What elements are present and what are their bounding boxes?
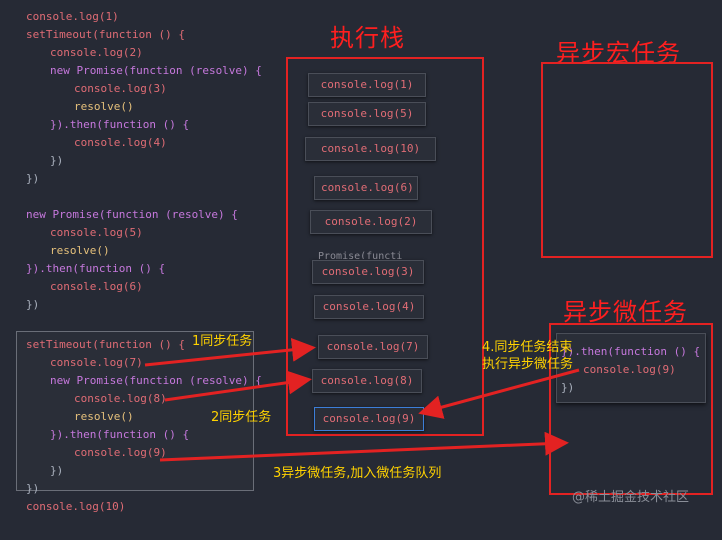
code-line: }).then(function () { (26, 262, 166, 275)
stack-item: console.log(5) (308, 102, 426, 126)
note-sync-task-1: 1同步任务 (192, 334, 253, 349)
code-line: console.log(4) (74, 136, 167, 149)
code-line: console.log(7) (50, 356, 143, 369)
source-code: console.log(1) setTimeout(function () { … (0, 0, 262, 540)
watermark: @稀土掘金技术社区 (572, 490, 690, 505)
code-line: console.log(1) (26, 10, 119, 23)
code-line: }).then(function () { (50, 428, 190, 441)
code-line: console.log(9) (583, 363, 676, 376)
code-line: resolve() (74, 100, 134, 113)
microtask-item: }).then(function () { console.log(9) }) (556, 333, 706, 403)
code-line: }).then(function () { (50, 118, 190, 131)
microtask-box (549, 323, 713, 495)
code-line: console.log(6) (50, 280, 143, 293)
code-line: new Promise(function (resolve) { (50, 374, 262, 387)
code-line: resolve() (74, 410, 134, 423)
arrow-log8-to-stack (164, 370, 312, 402)
stack-item: console.log(6) (314, 176, 418, 200)
code-line: new Promise(function (resolve) { (26, 208, 238, 221)
arrow-microtask-to-stack (418, 368, 580, 419)
arrow-log9-to-microtask (159, 431, 569, 462)
code-line: }) (561, 381, 575, 394)
call-stack-box (286, 57, 484, 436)
code-line: }) (26, 172, 40, 185)
code-line: setTimeout(function () { (26, 338, 185, 351)
note-microtask-enqueue: 3异步微任务,加入微任务队列 (273, 466, 442, 481)
code-line: setTimeout(function () { (26, 28, 185, 41)
highlighted-code-block (16, 331, 254, 491)
note-sync-task-2: 2同步任务 (211, 410, 272, 425)
arrow-log7-to-stack (144, 337, 316, 367)
stack-item: console.log(7) (318, 335, 428, 359)
code-line: }).then(function () { (561, 345, 701, 358)
code-line: }) (50, 464, 64, 477)
stack-item: console.log(10) (305, 137, 436, 161)
code-line: console.log(3) (74, 82, 167, 95)
code-line: }) (26, 482, 40, 495)
stack-item: console.log(3) (312, 260, 424, 284)
code-line: console.log(5) (50, 226, 143, 239)
stack-item: console.log(8) (312, 369, 422, 393)
stack-item: console.log(9) (314, 407, 424, 431)
call-stack-title: 执行栈 (330, 24, 405, 52)
code-line: console.log(9) (74, 446, 167, 459)
arrows-layer (144, 337, 580, 462)
stack-item: console.log(1) (308, 73, 426, 97)
code-line: }) (50, 154, 64, 167)
event-loop-diagram: console.log(1) setTimeout(function () { … (16, 10, 713, 513)
code-line: console.log(2) (50, 46, 143, 59)
stack-item: console.log(4) (314, 295, 424, 319)
code-line: new Promise(function (resolve) { (50, 64, 262, 77)
code-line: console.log(8) (74, 392, 167, 405)
code-line: resolve() (50, 244, 110, 257)
stack-item: console.log(2) (310, 210, 432, 234)
code-line: }) (26, 298, 40, 311)
note-run-microtasks-1: 4.同步任务结束 (482, 340, 573, 355)
microtask-title: 异步微任务 (563, 298, 688, 326)
note-run-microtasks-2: 执行异步微任务 (482, 357, 574, 372)
macrotask-box (541, 62, 713, 258)
code-line: console.log(10) (26, 500, 126, 513)
ghost-stack-text: Promise(functi (318, 251, 403, 259)
